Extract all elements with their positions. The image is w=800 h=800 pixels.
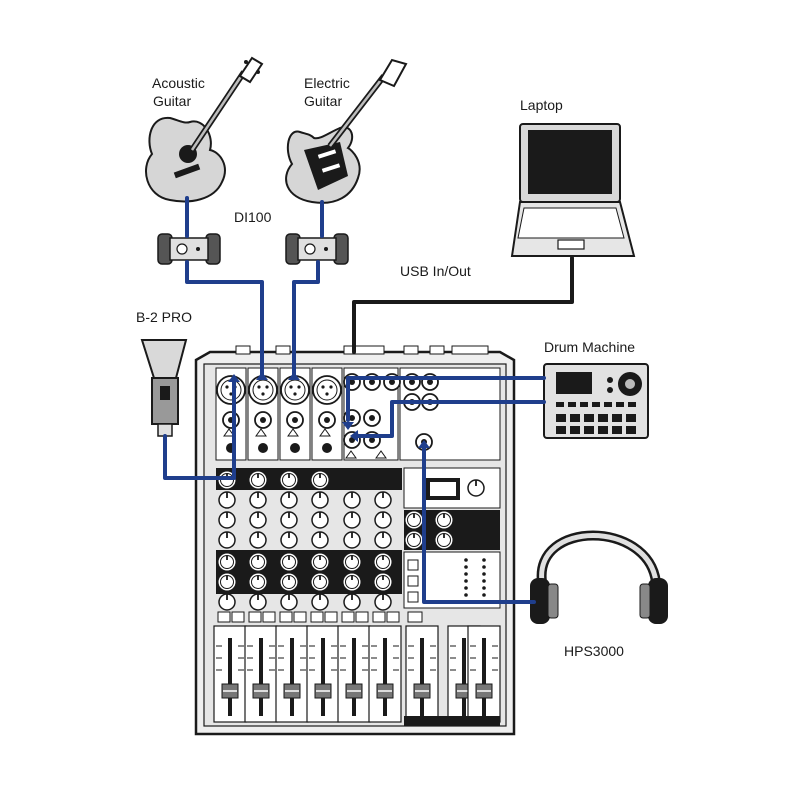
- electric-guitar-label: Electric Guitar: [304, 74, 350, 110]
- headphones-icon: [530, 530, 668, 624]
- usb-label: USB In/Out: [400, 263, 471, 279]
- microphone-label: B-2 PRO: [136, 309, 193, 325]
- channel-faders: [213, 625, 501, 723]
- acoustic-guitar-label: Acoustic Guitar: [152, 74, 205, 110]
- electric-guitar-label-line2: Guitar: [304, 93, 343, 109]
- electric-guitar-icon: [285, 58, 408, 204]
- drum-machine-icon: [543, 363, 649, 439]
- cables: [163, 196, 574, 604]
- mixer-console: [194, 345, 516, 736]
- microphone-icon: [140, 339, 188, 437]
- laptop-label: Laptop: [520, 97, 563, 113]
- headphones-label: HPS3000: [564, 643, 624, 659]
- di-box-right-icon: [285, 233, 349, 265]
- acoustic-guitar-icon: [145, 56, 264, 203]
- acoustic-guitar-label-line2: Guitar: [153, 93, 192, 109]
- cable-plugs: [228, 372, 430, 448]
- laptop-icon: [510, 123, 636, 257]
- electric-guitar-label-line1: Electric: [304, 75, 350, 91]
- drum-machine-label: Drum Machine: [544, 339, 636, 355]
- di-box-left-icon: [157, 233, 221, 265]
- acoustic-guitar-label-line1: Acoustic: [152, 75, 205, 91]
- di-box-label: DI100: [234, 209, 272, 225]
